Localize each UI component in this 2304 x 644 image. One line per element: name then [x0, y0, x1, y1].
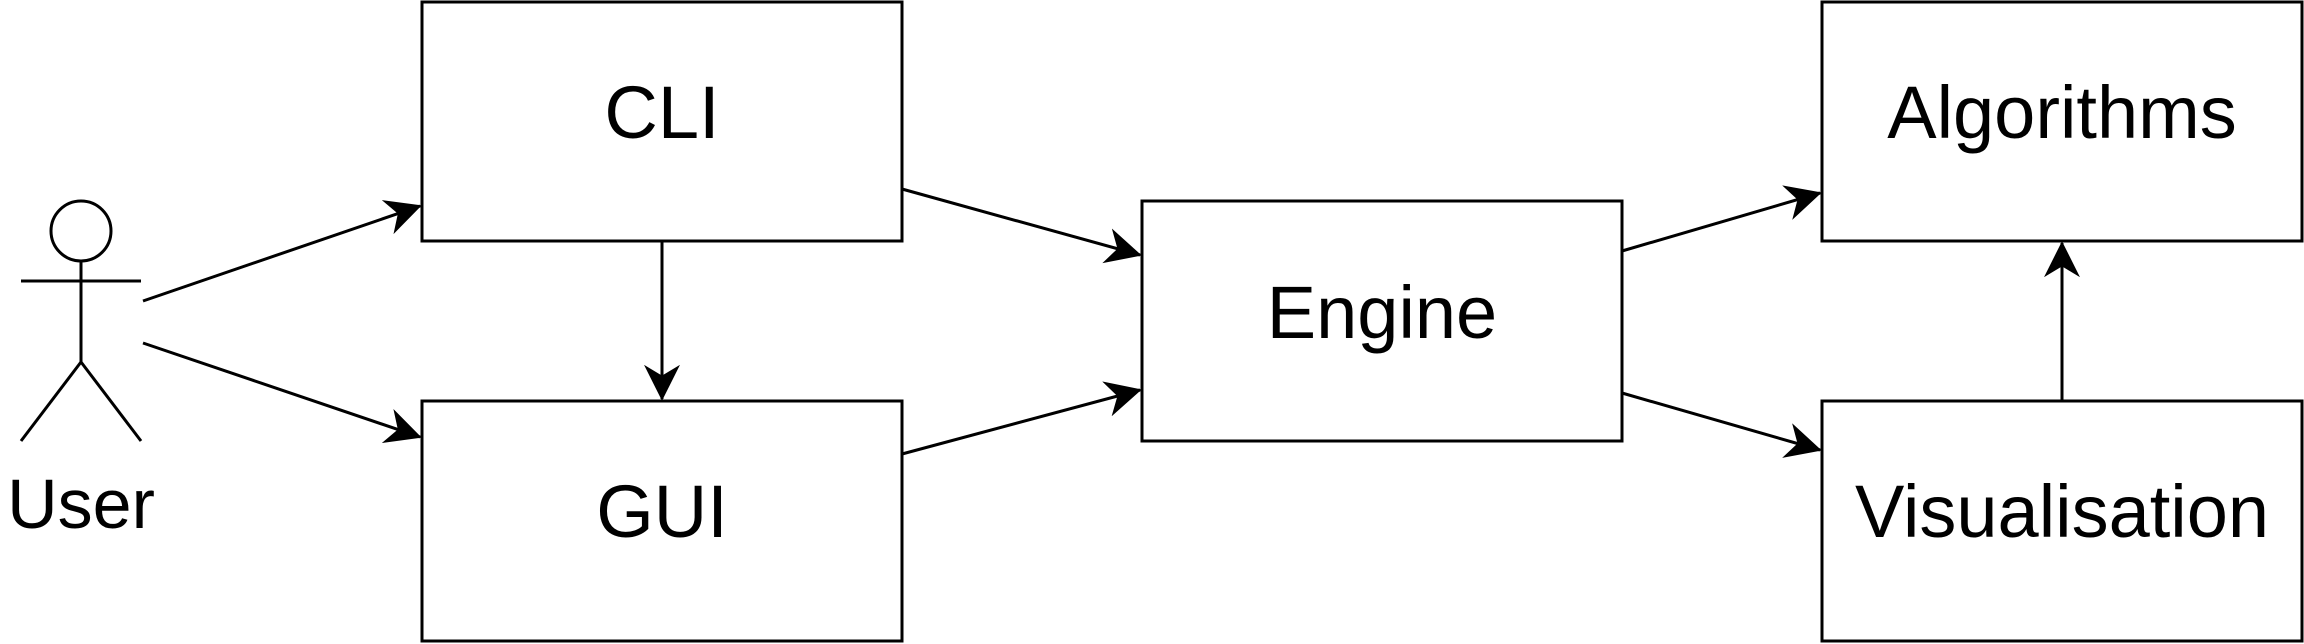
- node-gui-box: [420, 399, 904, 643]
- user-actor-label: User: [7, 465, 155, 543]
- node-visualisation: Visualisation: [1820, 399, 2304, 643]
- node-visualisation-box: [1820, 399, 2304, 643]
- node-visualisation-label: Visualisation: [1855, 470, 2269, 553]
- edges: [142, 185, 2080, 458]
- node-gui: GUI: [420, 399, 904, 643]
- edge-gui-to-engine: [901, 381, 1142, 456]
- edge-engine-to-algorithms: [1621, 185, 1822, 253]
- user-actor-right-leg: [79, 361, 143, 442]
- node-algorithms: Algorithms: [1820, 0, 2304, 243]
- node-cli-box: [420, 0, 904, 243]
- edge-user-to-gui: [142, 341, 422, 444]
- user-actor-left-leg: [19, 361, 83, 442]
- node-algorithms-label: Algorithms: [1887, 71, 2237, 154]
- node-engine-label: Engine: [1267, 271, 1497, 354]
- user-actor: User: [7, 199, 155, 543]
- edge-cli-to-engine: [901, 187, 1142, 264]
- node-cli: CLI: [420, 0, 904, 243]
- edge-user-to-cli: [142, 200, 422, 303]
- node-algorithms-box: [1820, 0, 2304, 243]
- user-actor-head: [49, 199, 113, 263]
- node-engine-box: [1140, 199, 1624, 443]
- node-gui-label: GUI: [596, 470, 728, 553]
- node-engine: Engine: [1140, 199, 1624, 443]
- node-cli-label: CLI: [604, 71, 719, 154]
- edge-engine-to-visualisation: [1621, 391, 1822, 458]
